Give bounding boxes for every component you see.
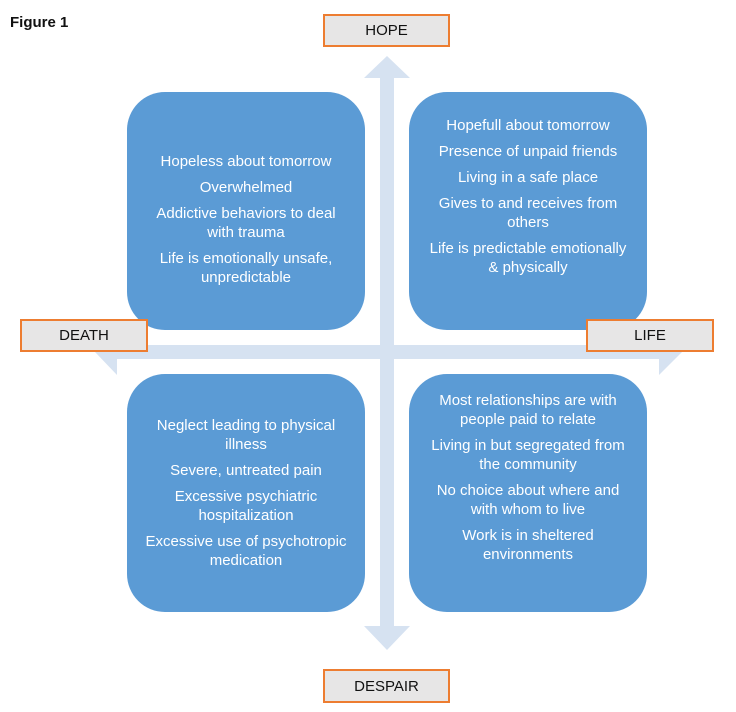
quadrant-item: Severe, untreated pain [170,462,322,479]
quadrant-item: Life is predictable emotionally & physic… [429,240,627,276]
quadrant-item: Overwhelmed [199,178,293,196]
quadrant-item: Living in but segregated from the commun… [431,437,625,473]
axis-label-death: DEATH [20,319,148,352]
quadrant-item: Gives to and receives from others [438,195,618,231]
axis-label-despair: DESPAIR [323,669,450,703]
quadrant-item: Living in a safe place [457,169,599,186]
quadrant-item: Work is in sheltered environments [462,527,594,563]
horizontal-axis-arrow [95,329,682,375]
figure-title: Figure 1 [10,14,69,31]
quadrant-item: Hopefull about tomorrow [446,117,610,134]
axis-label-hope: HOPE [323,14,450,47]
quadrant-item: No choice about where and with whom to l… [436,482,620,518]
quadrant-top-left: Hopeless about tomorrow Overwhelmed Addi… [127,92,365,330]
quadrant-item: Addictive behaviors to deal with trauma [156,204,336,241]
quadrant-top-right: Hopefull about tomorrow Presence of unpa… [409,92,647,330]
quadrant-item: Presence of unpaid friends [438,143,618,160]
quadrant-item: Excessive psychiatric hospitalization [174,488,318,524]
axis-label-life: LIFE [586,319,714,352]
quadrant-item: Most relationships are with people paid … [439,392,617,428]
quadrant-item: Excessive use of psychotropic medication [145,533,347,569]
quadrant-bottom-right: Most relationships are with people paid … [409,374,647,612]
quadrant-item: Hopeless about tomorrow [160,152,332,170]
quadrant-bottom-left: Neglect leading to physical illness Seve… [127,374,365,612]
quadrant-item: Neglect leading to physical illness [156,417,336,453]
quadrant-item: Life is emotionally unsafe, unpredictabl… [159,249,333,286]
